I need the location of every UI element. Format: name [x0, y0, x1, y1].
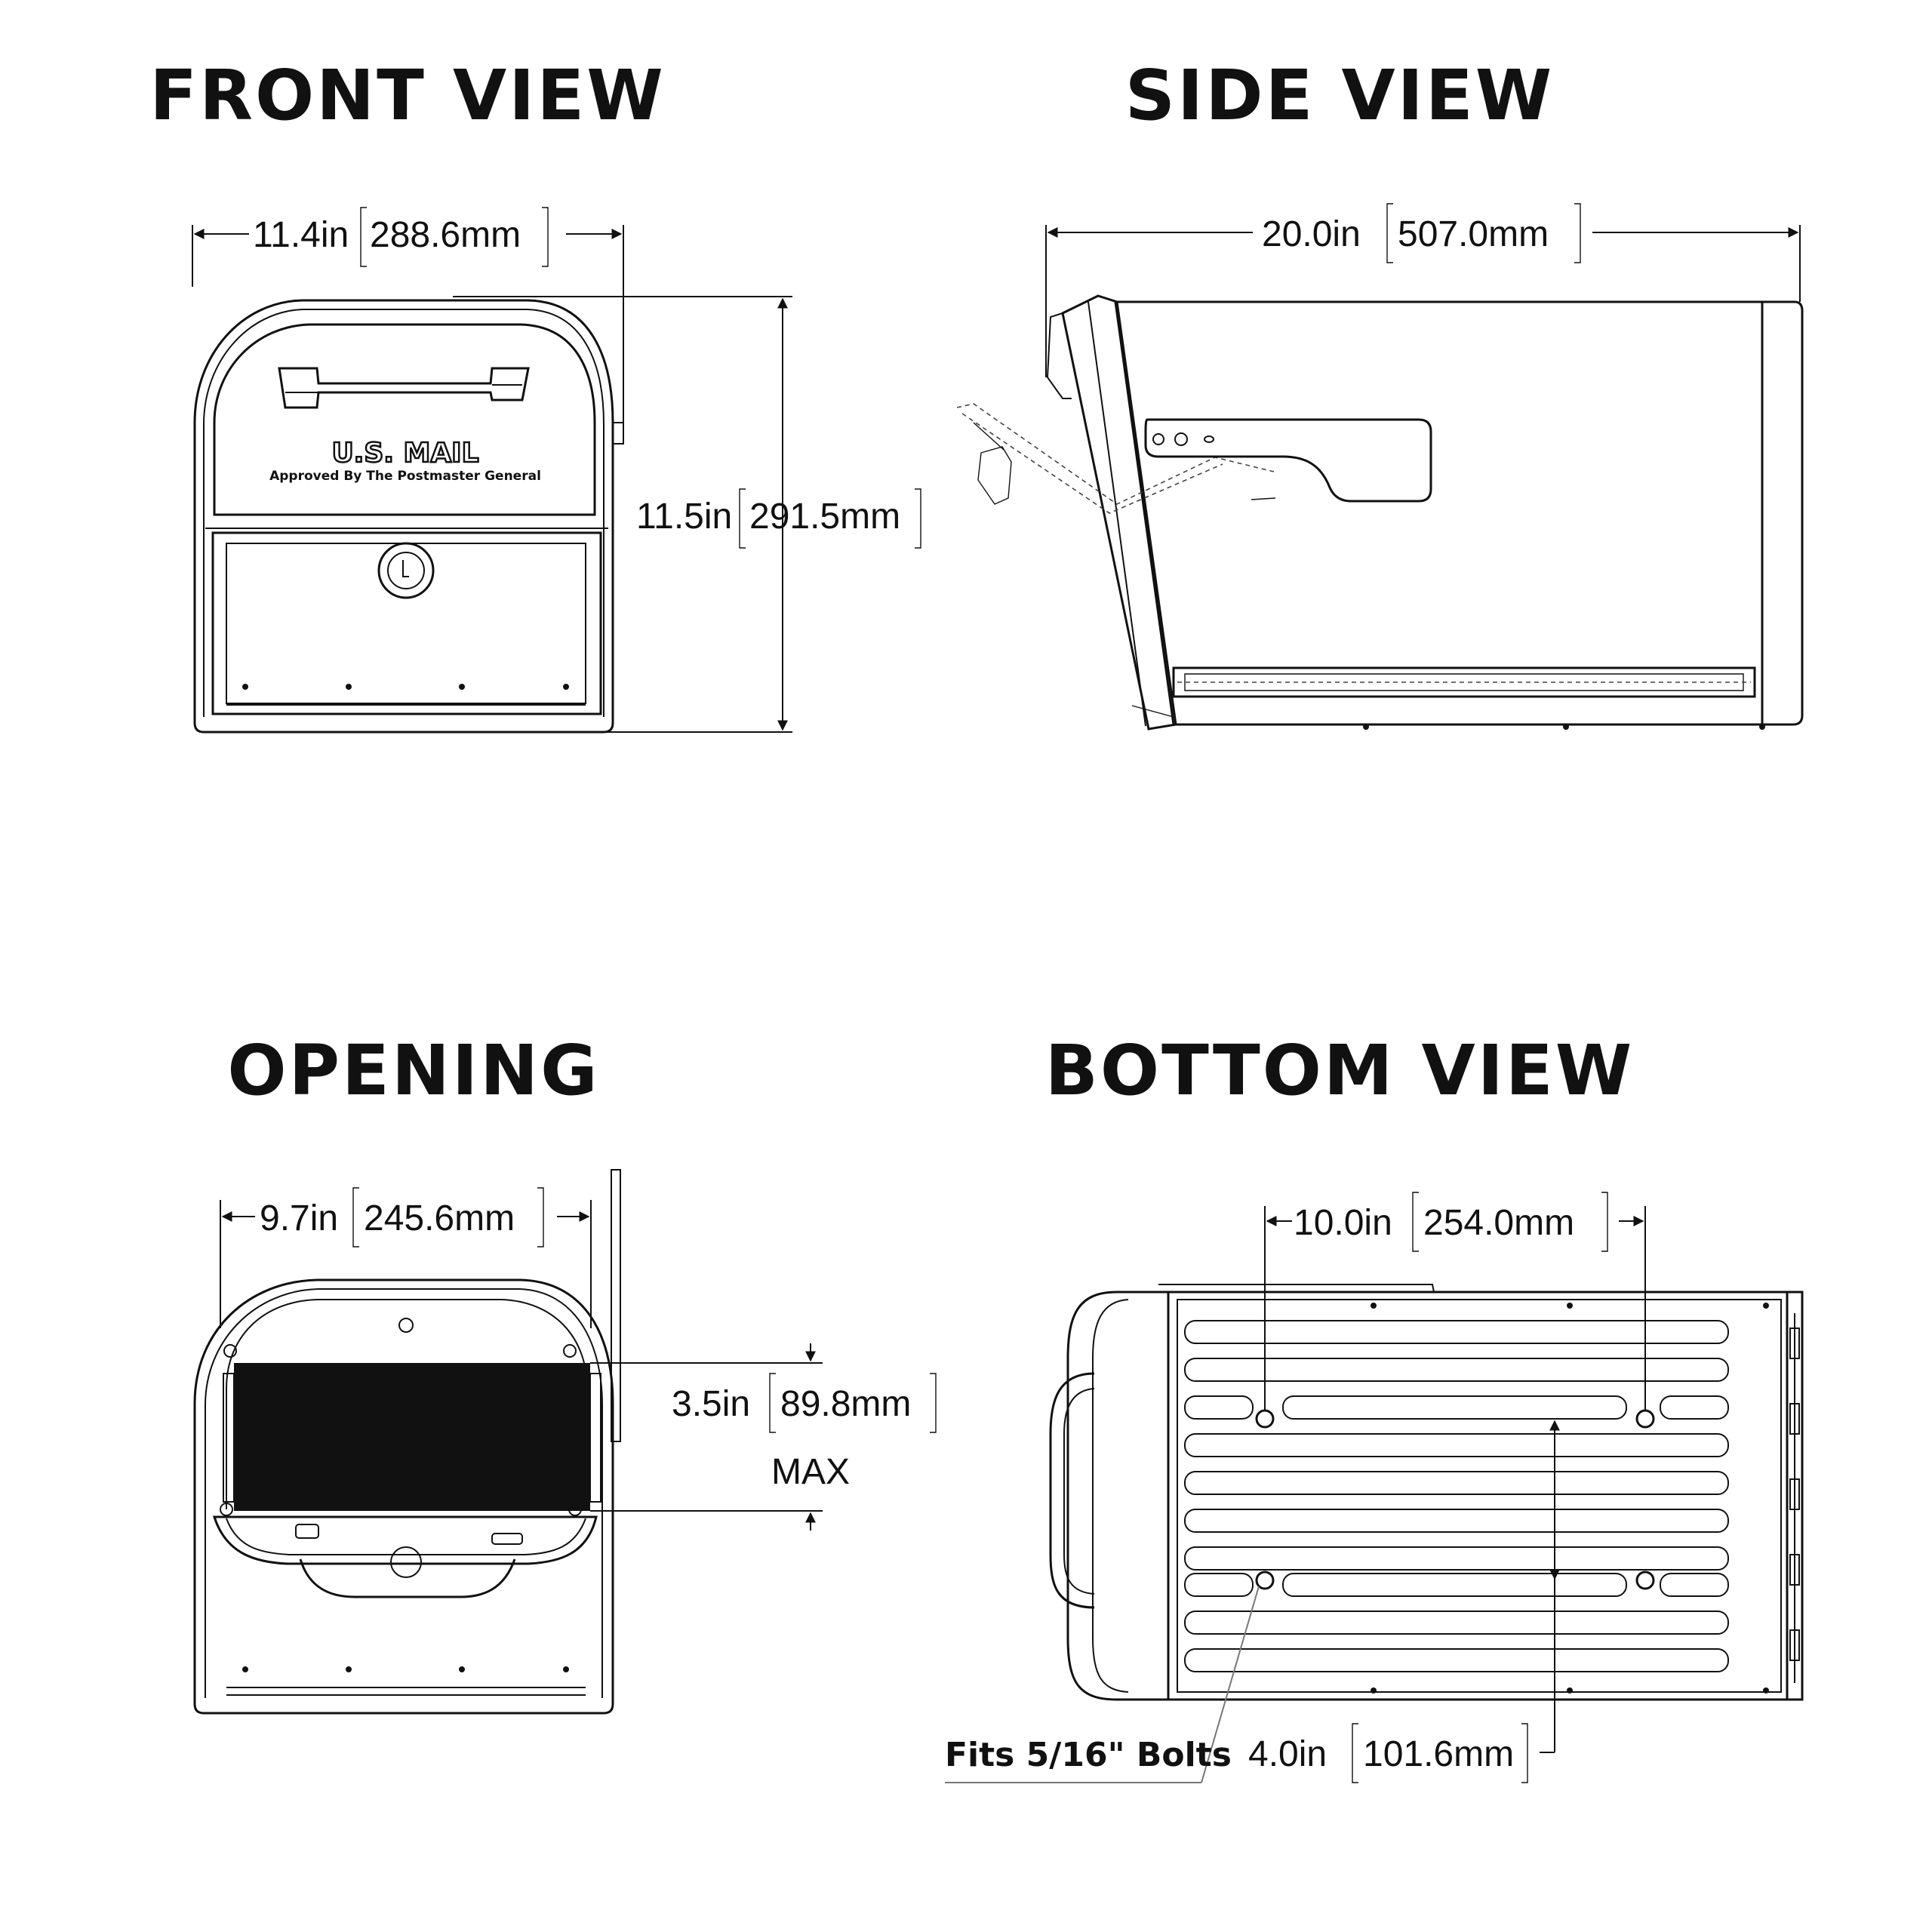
front-body-outline: [193, 299, 614, 734]
side-length-in: 20.0in: [1262, 214, 1361, 254]
front-lid: [213, 323, 596, 516]
opening-body-outline: [193, 1278, 614, 1715]
front-height-mm: 291.5mm: [749, 497, 900, 537]
opening-handle: [299, 1558, 516, 1598]
side-front-door: [1061, 294, 1177, 731]
row-spacing-dimension: 4.0in 101.6mm: [1248, 1420, 1560, 1783]
bottom-base-plate: [1167, 1291, 1789, 1701]
opening-flag: [611, 1169, 621, 1442]
front-width-in: 11.4in: [253, 215, 349, 255]
opening-view: 9.7in 245.6mm: [193, 1169, 937, 1715]
postmaster-note: Approved By The Postmaster General: [269, 469, 541, 484]
front-height-dimension: 11.5in 291.5mm: [453, 296, 921, 733]
opening-clearance-block: [234, 1363, 590, 1511]
opening-title: OPENING: [227, 1030, 599, 1111]
side-rear-cap: [1762, 300, 1804, 726]
side-length-mm: 507.0mm: [1398, 214, 1549, 254]
front-lock-icon: [377, 542, 435, 599]
side-reflector-strip: [1172, 666, 1756, 698]
front-height-in: 11.5in: [636, 497, 732, 537]
opening-dropped-lid: [212, 1515, 598, 1565]
bottom-ribs: [1184, 1320, 1729, 1672]
side-open-door-ghost: [956, 403, 1275, 514]
bottom-front-door: [1049, 1291, 1170, 1701]
bolt-spacing-in: 10.0in: [1294, 1203, 1392, 1243]
opening-width-dimension: 9.7in 245.6mm: [220, 1187, 592, 1328]
front-width-dimension: 11.4in 288.6mm: [192, 207, 624, 423]
opening-height-in: 3.5in: [672, 1384, 750, 1424]
bolt-spacing-dimension: 10.0in 254.0mm: [1264, 1192, 1646, 1415]
bolt-note-text: Fits 5/16" Bolts: [945, 1736, 1232, 1774]
side-body-outline: [1114, 300, 1764, 726]
front-lower-door: [211, 531, 602, 715]
bolt-holes: [1255, 1409, 1655, 1590]
opening-height-mm: 89.8mm: [780, 1384, 911, 1424]
front-width-mm: 288.6mm: [370, 215, 521, 255]
front-view: 11.4in 288.6mm 11.5in 291.5mm U.S. MAIL: [192, 207, 921, 734]
bottom-view: 10.0in 254.0mm: [945, 1192, 1804, 1783]
opening-width-mm: 245.6mm: [364, 1198, 515, 1238]
bolt-note: Fits 5/16" Bolts: [945, 1586, 1260, 1783]
front-view-title: FRONT VIEW: [149, 55, 665, 136]
row-spacing-mm: 101.6mm: [1363, 1734, 1514, 1774]
side-length-dimension: 20.0in 507.0mm: [1045, 203, 1801, 377]
side-view: 20.0in 507.0mm: [956, 203, 1804, 731]
side-flag: [1144, 418, 1432, 503]
us-mail-stamp: U.S. MAIL: [331, 438, 478, 469]
opening-height-dimension: 3.5in 89.8mm MAX: [590, 1343, 937, 1531]
side-view-title: SIDE VIEW: [1125, 55, 1555, 136]
opening-max-label: MAX: [771, 1452, 850, 1492]
bolt-spacing-mm: 254.0mm: [1423, 1203, 1574, 1243]
bottom-rear-hinge: [1786, 1291, 1804, 1701]
row-spacing-in: 4.0in: [1248, 1734, 1327, 1774]
front-handle: [278, 367, 530, 409]
opening-width-in: 9.7in: [260, 1198, 338, 1238]
bottom-view-title: BOTTOM VIEW: [1045, 1030, 1635, 1111]
